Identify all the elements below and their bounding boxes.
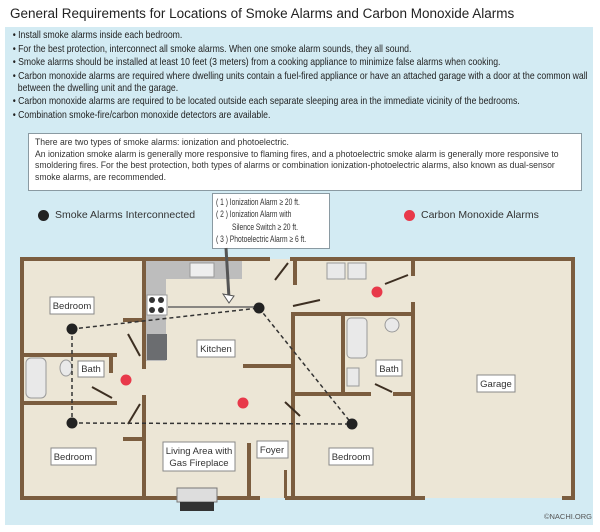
callout-line: ( 3 ) Photoelectric Alarm ≥ 6 ft. xyxy=(216,233,307,244)
requirements-list: Install smoke alarms inside each bedroom… xyxy=(11,30,593,123)
list-item: Combination smoke-fire/carbon monoxide d… xyxy=(11,110,593,122)
list-item: Install smoke alarms inside each bedroom… xyxy=(11,30,593,42)
smoke-alarm-icon xyxy=(38,209,49,221)
legend-smoke: Smoke Alarms Interconnected xyxy=(38,209,195,221)
callout-line: ( 2 ) Ionization Alarm with xyxy=(216,209,292,220)
legend-label: Carbon Monoxide Alarms xyxy=(421,209,539,221)
page-title: General Requirements for Locations of Sm… xyxy=(10,6,515,21)
info-box: There are two types of smoke alarms: ion… xyxy=(28,133,582,191)
list-item: Carbon monoxide alarms are required wher… xyxy=(11,71,593,95)
callout-line: Silence Switch ≥ 20 ft. xyxy=(232,221,298,232)
info-line: An ionization smoke alarm is generally m… xyxy=(35,148,559,183)
info-line: There are two types of smoke alarms: ion… xyxy=(35,137,289,148)
list-item: Smoke alarms should be installed at leas… xyxy=(11,57,593,69)
credit: ©NACHI.ORG xyxy=(543,512,592,521)
list-item: Carbon monoxide alarms are required to b… xyxy=(11,96,593,108)
legend-label: Smoke Alarms Interconnected xyxy=(55,209,196,221)
legend-co: Carbon Monoxide Alarms xyxy=(404,209,539,221)
list-item: For the best protection, interconnect al… xyxy=(11,44,593,56)
distance-callout: ( 1 ) Ionization Alarm ≥ 20 ft. ( 2 ) Io… xyxy=(212,193,330,249)
co-alarm-icon xyxy=(404,209,415,221)
callout-line: ( 1 ) Ionization Alarm ≥ 20 ft. xyxy=(216,197,300,207)
